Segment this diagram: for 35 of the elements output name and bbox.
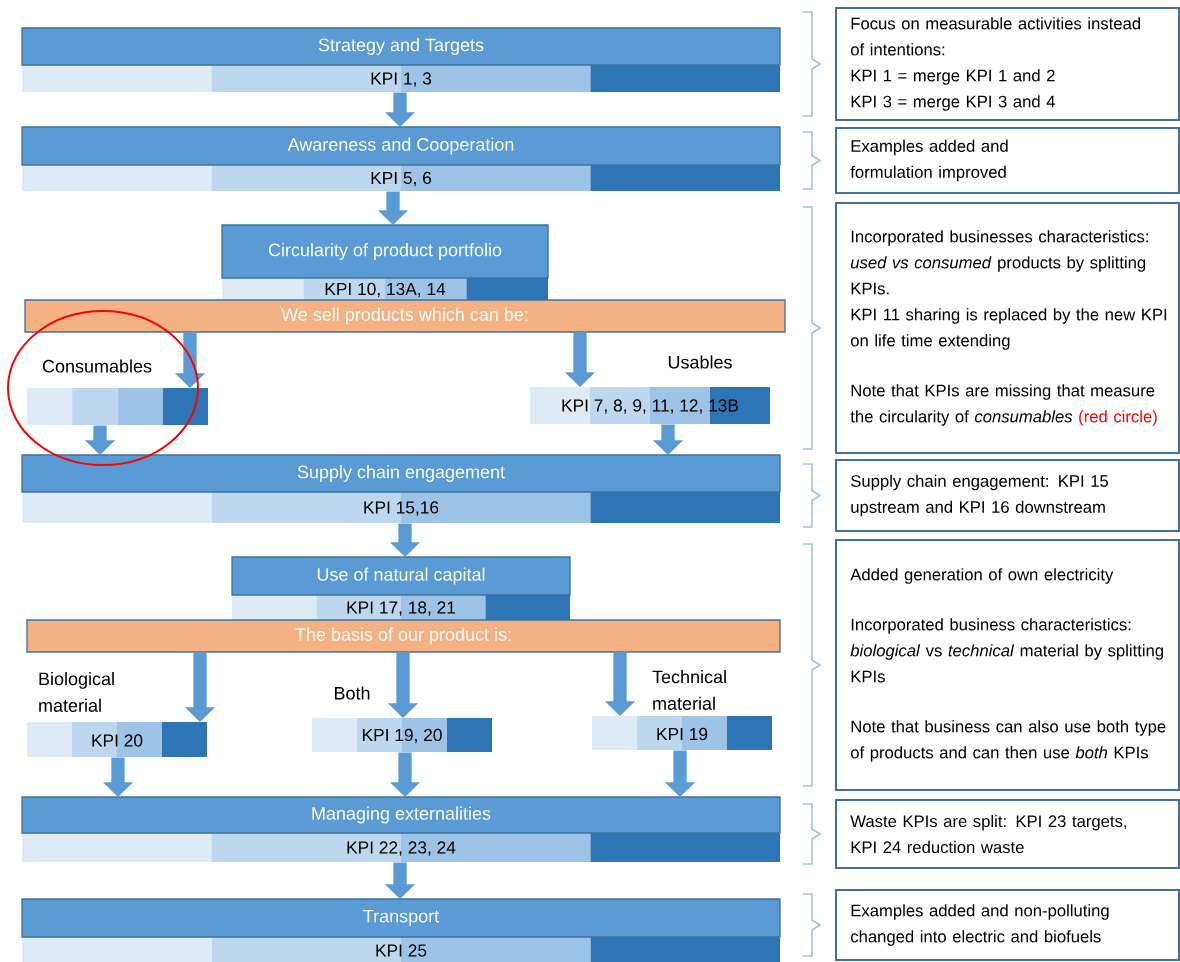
kpi-bar: KPI 19, 20 <box>312 718 492 752</box>
stage-box: Awareness and Cooperation KPI 5, 6 <box>21 126 781 191</box>
node-label: KPI 1, 3 <box>371 72 432 87</box>
note-box: Examples added and non-polluting changed into electric and biofuels <box>835 889 1180 961</box>
note-box: Waste KPIs are split: KPI 23 targets, KPI 24 reduction waste <box>835 799 1180 869</box>
node-label: KPI 10, 13A, 14 <box>325 282 446 298</box>
node-label: KPI 19 <box>657 727 708 741</box>
node-label: KPI 5, 6 <box>371 171 432 187</box>
kpi-bar: KPI 20 <box>27 722 207 757</box>
node-label: KPI 19, 20 <box>362 728 442 744</box>
option-label: Consumables <box>42 359 152 373</box>
note-box: Examples added and formulation improved <box>835 127 1180 194</box>
node-label: KPI 25 <box>376 944 427 957</box>
note-box: Focus on measurable activities instead of intentions: KPI 1 = merge KPI 1 and 2 KPI 3 = merge KPI 3 and 4 <box>835 7 1180 121</box>
option-label: Biological material <box>39 672 114 712</box>
stage-box: Managing externalities KPI 22, 23, 24 <box>21 796 781 862</box>
node-label: KPI 22, 23, 24 <box>347 841 456 856</box>
kpi-bar <box>27 388 208 425</box>
option-label: Both <box>335 686 370 700</box>
category-band: We sell products which can be: <box>24 299 786 333</box>
option-label: Technical material <box>652 670 726 710</box>
category-band: The basis of our product is: <box>26 619 781 653</box>
node-label: KPI 17, 18, 21 <box>347 601 456 616</box>
note-box: Incorporated businesses characteristics: used vs consumed products by splitting KPIs. KPI 11 sharing is replaced by the new KPI on life time extending Note that KPIs are missing that measure the circularity of consumables (red circle) <box>835 202 1180 454</box>
stage-box: Use of natural capital KPI 17, 18, 21 <box>231 556 571 620</box>
node-label: KPI 20 <box>92 734 143 747</box>
option-label: Usables <box>668 355 732 369</box>
stage-box: Strategy and Targets KPI 1, 3 <box>21 27 781 92</box>
stage-box: Circularity of product portfolio KPI 10, 13A, 14 <box>221 224 549 300</box>
stage-box: Supply chain engagement KPI 15,16 <box>21 454 781 523</box>
note-box: Supply chain engagement: KPI 15 upstream and KPI 16 downstream <box>835 459 1180 532</box>
stage-box: Transport KPI 25 <box>21 898 781 962</box>
note-box: Added generation of own electricity Incorporated business characteristics: biological vs technical material by splitting KPIs Note that business can also use both type of products and can then use both KPIs <box>835 539 1180 791</box>
kpi-bar: KPI 19 <box>592 716 772 750</box>
node-label: KPI 15,16 <box>364 501 439 516</box>
